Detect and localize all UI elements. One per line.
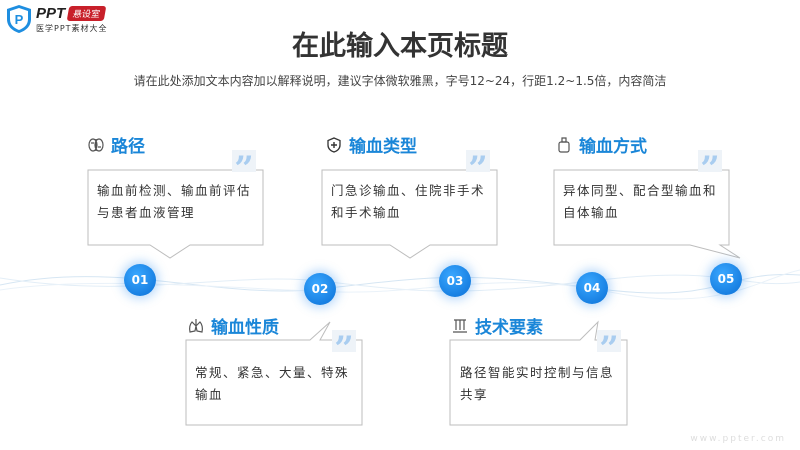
item-title-5: 输血方式 bbox=[556, 132, 647, 157]
item-title-text: 输血性质 bbox=[211, 318, 279, 338]
wave-lines bbox=[0, 269, 800, 300]
logo-brand: PPT bbox=[36, 5, 66, 22]
timeline-node-04: 04 bbox=[576, 272, 608, 304]
item-text-5: 异体同型、配合型输血和自体输血 bbox=[563, 183, 718, 220]
quote-icon: ” bbox=[232, 150, 256, 172]
watermark: www.ppter.com bbox=[690, 434, 786, 444]
logo: P PPT 悬设室 医学PPT素材大全 bbox=[6, 4, 146, 36]
quote-icon: ” bbox=[597, 330, 621, 352]
item-text-4: 路径智能实时控制与信息共享 bbox=[460, 365, 615, 402]
item-title-text: 输血类型 bbox=[349, 137, 417, 157]
timeline-node-01: 01 bbox=[124, 264, 156, 296]
item-text-3: 门急诊输血、住院非手术和手术输血 bbox=[331, 183, 486, 220]
callout-box-3 bbox=[321, 169, 498, 259]
item-text-2: 常规、紧急、大量、特殊输血 bbox=[195, 365, 350, 402]
quote-icon: ” bbox=[698, 150, 722, 172]
item-title-1: 路径 bbox=[88, 132, 145, 157]
item-title-4: 技术要素 bbox=[452, 313, 543, 338]
svg-text:P: P bbox=[15, 12, 24, 27]
brain-icon bbox=[88, 137, 104, 152]
item-title-text: 路径 bbox=[111, 137, 145, 157]
shield-plus-icon bbox=[327, 136, 341, 153]
blood-bag-icon bbox=[558, 136, 570, 153]
item-title-text: 技术要素 bbox=[475, 318, 543, 338]
item-title-text: 输血方式 bbox=[579, 137, 647, 157]
callout-box-5 bbox=[553, 169, 741, 259]
quote-icon: ” bbox=[466, 150, 490, 172]
logo-subtitle: 医学PPT素材大全 bbox=[36, 24, 108, 33]
item-text-1: 输血前检测、输血前评估与患者血液管理 bbox=[97, 183, 252, 220]
lab-icon bbox=[453, 318, 467, 333]
page-subtitle: 请在此处添加文本内容加以解释说明，建议字体微软雅黑，字号12~24，行距1.2~… bbox=[133, 74, 667, 88]
timeline-node-03: 03 bbox=[439, 265, 471, 297]
shield-logo-icon: P bbox=[7, 5, 31, 33]
quote-icon: ” bbox=[332, 330, 356, 352]
item-title-2: 输血性质 bbox=[188, 313, 279, 338]
timeline-node-02: 02 bbox=[304, 273, 336, 305]
page-title: 在此输入本页标题 bbox=[292, 31, 508, 62]
callout-box-1 bbox=[87, 169, 264, 259]
item-title-3: 输血类型 bbox=[326, 132, 417, 157]
lungs-icon bbox=[189, 318, 203, 333]
timeline-node-05: 05 bbox=[710, 263, 742, 295]
